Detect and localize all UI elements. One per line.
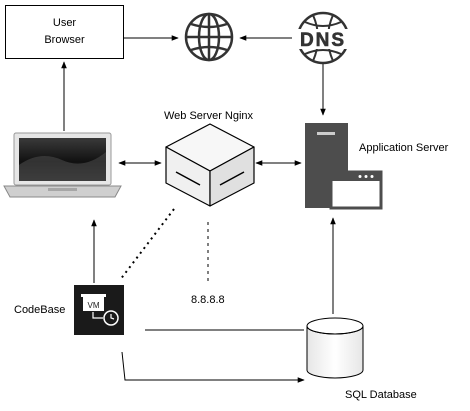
database-icon [306,317,364,379]
user-browser-label-line1: User [52,17,77,29]
dns-icon: DNS [296,11,350,65]
connectors [61,35,336,383]
globe-icon [184,12,234,62]
app-server-label: Application Server [359,142,449,154]
vm-text: VM [88,301,100,310]
vm-icon: VM [74,285,124,335]
dotted-link-web-server-codebase [119,208,175,281]
sql-database-label: SQL Database [345,389,417,401]
web-server-label: Web Server Nginx [164,110,254,122]
ip-address-label: 8.8.8.8 [191,294,225,306]
arrow-codebase-to-db-bottom [121,351,305,383]
server-tower-icon [305,123,383,210]
dns-text: DNS [300,30,346,51]
user-browser-label-line2: Browser [44,34,85,46]
laptop-icon [3,132,122,198]
server-box-icon [165,123,255,207]
user-browser-node: User Browser [5,5,124,59]
codebase-label: CodeBase [14,304,66,316]
